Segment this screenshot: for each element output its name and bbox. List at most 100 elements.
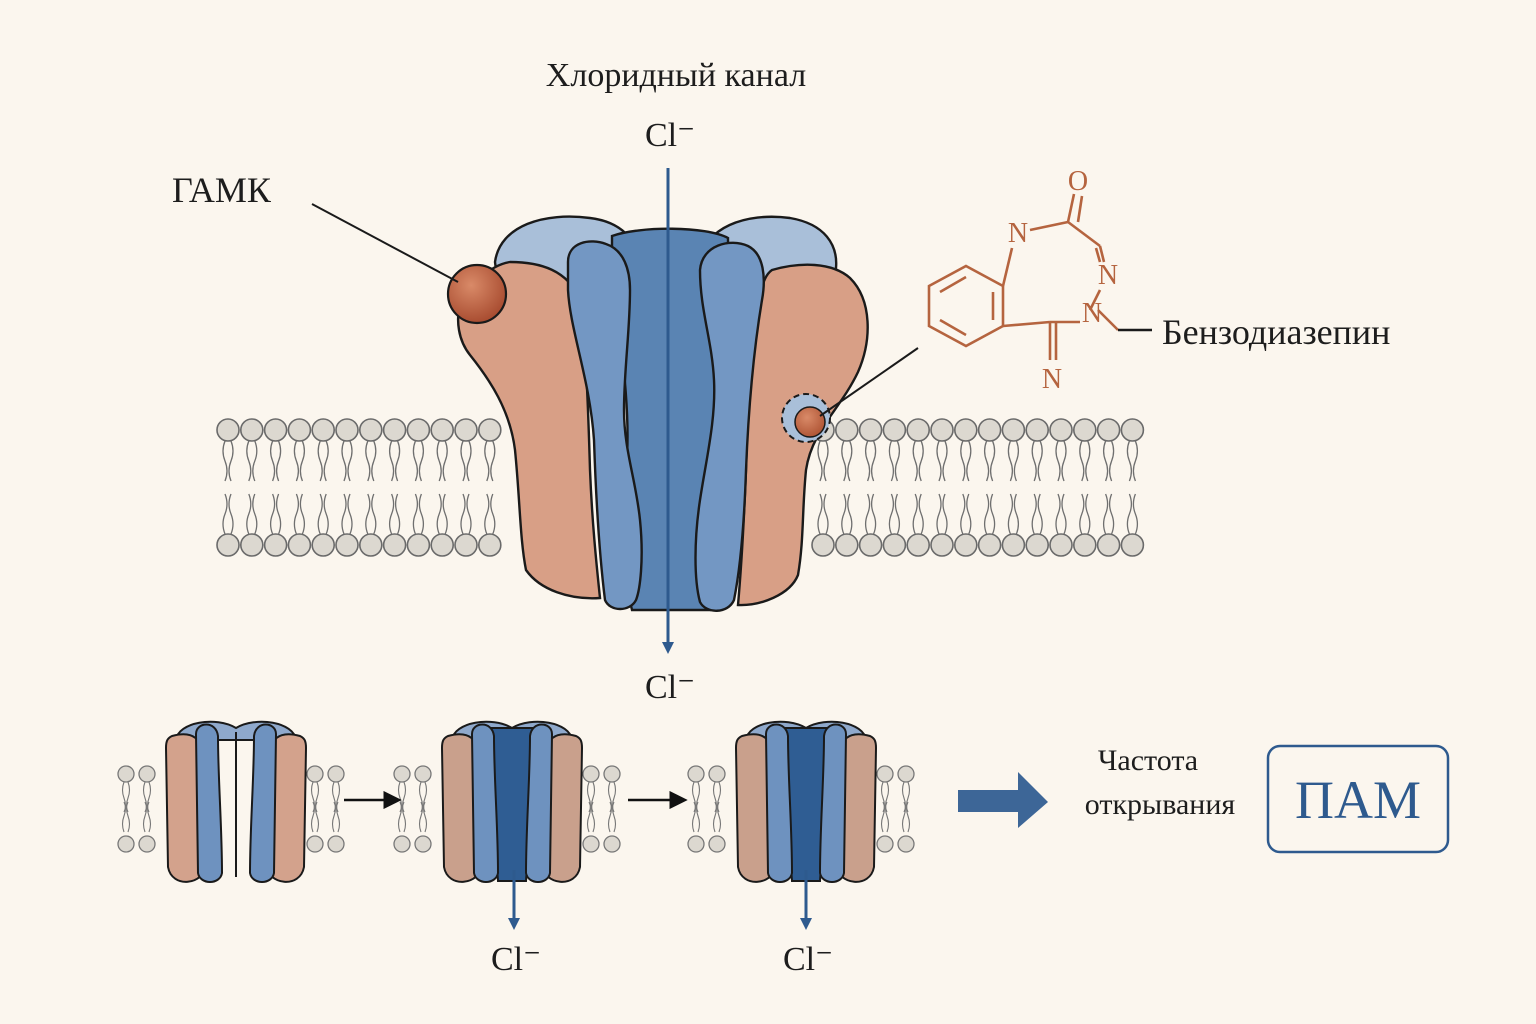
lipid-tail xyxy=(397,801,403,833)
lipid-head xyxy=(335,418,359,442)
lipid-tail xyxy=(347,493,353,535)
lipid-head xyxy=(382,533,407,557)
lipid-tail xyxy=(1108,493,1115,535)
gaba-ligand xyxy=(446,263,508,325)
lipid-head xyxy=(687,835,705,853)
lipid-tail xyxy=(1055,440,1061,482)
lipid-tail xyxy=(691,801,697,833)
benzodiazepine-leader-line xyxy=(819,347,919,417)
subunit-left-blue xyxy=(566,240,643,611)
lipid-head xyxy=(263,533,288,557)
lipid-head xyxy=(897,835,915,853)
lipid-tail xyxy=(490,440,496,482)
bzd-atom-n1: N xyxy=(1008,218,1028,249)
lipid-tail xyxy=(299,493,306,535)
lipid-tail xyxy=(894,440,901,482)
lipid-tail xyxy=(1126,440,1133,482)
thick-right-arrow-icon xyxy=(958,772,1048,828)
lipid-tail xyxy=(335,801,341,833)
lipid-head xyxy=(1025,533,1049,557)
lipid-tail xyxy=(347,440,353,482)
lipid-tail xyxy=(1037,493,1043,535)
lipid-tail xyxy=(1031,440,1037,482)
lipid-tail xyxy=(918,493,924,535)
lipid-tail xyxy=(388,440,395,482)
lipid-head xyxy=(858,418,883,442)
lipid-tail xyxy=(611,801,617,833)
lipid-head xyxy=(335,533,359,557)
lipid-tail xyxy=(442,440,448,482)
lipid-tail xyxy=(323,493,329,535)
lipid-tail xyxy=(269,493,276,535)
lipid-head xyxy=(882,533,907,557)
lipid-tail xyxy=(1108,440,1115,482)
lipid-head xyxy=(216,418,240,442)
lipid-head xyxy=(138,835,156,853)
lipid-tail xyxy=(299,440,306,482)
lipid-head xyxy=(454,533,478,557)
lipid-tail xyxy=(394,493,401,535)
lipid-tail xyxy=(912,493,918,535)
lipid-tail xyxy=(484,440,490,482)
lipid-head xyxy=(263,418,288,442)
lipid-head xyxy=(117,835,135,853)
lipid-head xyxy=(327,835,345,853)
lipid-head xyxy=(240,533,264,557)
lipid-tail xyxy=(228,493,234,535)
lipid-tail xyxy=(894,493,901,535)
lipid-head xyxy=(953,533,978,557)
lipid-head xyxy=(358,418,383,442)
lipid-head xyxy=(930,418,954,442)
lipid-head xyxy=(882,418,907,442)
lipid-head xyxy=(858,533,883,557)
lipid-head xyxy=(477,418,502,442)
lipid-tail xyxy=(388,493,395,535)
lipid-tail xyxy=(864,440,871,482)
lipid-tail xyxy=(317,493,323,535)
lipid-head xyxy=(216,533,240,557)
lipid-head xyxy=(1073,418,1097,442)
lipid-tail xyxy=(716,801,722,833)
lipid-tail xyxy=(942,493,948,535)
lipid-bilayer-main xyxy=(216,418,1145,557)
lipid-tail xyxy=(870,493,877,535)
pam-label: ПАМ xyxy=(1295,770,1421,830)
lipid-head xyxy=(582,765,600,783)
lipid-head xyxy=(1025,418,1049,442)
lipid-tail xyxy=(1132,493,1139,535)
lipid-tail xyxy=(1102,493,1109,535)
lipid-tail xyxy=(1013,440,1020,482)
lipid-tail xyxy=(228,440,234,482)
lipid-tail xyxy=(222,440,228,482)
lipid-tail xyxy=(586,801,592,833)
lipid-head xyxy=(834,418,859,442)
lipid-tail xyxy=(989,493,996,535)
lipid-head xyxy=(1120,533,1145,557)
lipid-tail xyxy=(460,493,466,535)
lipid-head xyxy=(687,765,705,783)
lipid-tail xyxy=(847,493,853,535)
lipid-tail xyxy=(146,801,152,833)
benzodiazepine-label: Бензодиазепин xyxy=(1162,312,1390,352)
lipid-head xyxy=(406,418,431,442)
lipid-head xyxy=(414,765,432,783)
mini-inner-right xyxy=(524,723,554,883)
lipid-tail xyxy=(412,493,419,535)
lipid-head xyxy=(430,418,455,442)
lipid-tail xyxy=(293,493,300,535)
lipid-tail xyxy=(870,440,877,482)
lipid-tail xyxy=(365,440,371,482)
lipid-tail xyxy=(1007,493,1014,535)
lipid-tail xyxy=(121,801,127,833)
result-text-line2: открывания xyxy=(1085,788,1236,821)
lipid-tail xyxy=(341,440,347,482)
lipid-tail xyxy=(1061,440,1067,482)
lipid-head xyxy=(311,418,336,442)
lipid-tail xyxy=(1031,493,1037,535)
lipid-tail xyxy=(1037,440,1043,482)
lipid-head xyxy=(834,533,859,557)
lipid-tail xyxy=(983,493,990,535)
lipid-head xyxy=(897,765,915,783)
lipid-head xyxy=(306,765,324,783)
